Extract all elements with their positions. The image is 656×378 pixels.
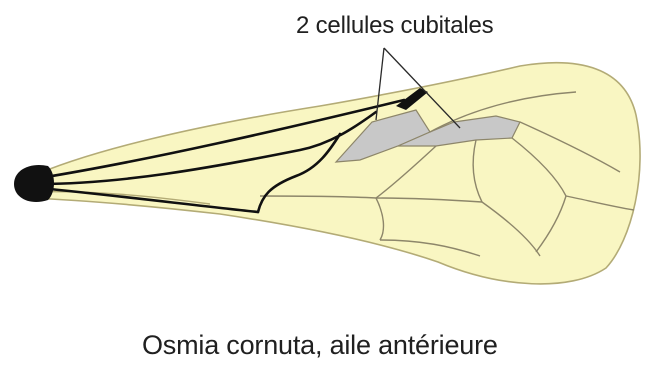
wing-base	[14, 165, 54, 202]
figure-caption: Osmia cornuta, aile antérieure	[142, 330, 498, 361]
wing-membrane	[28, 63, 640, 284]
cubital-cells-label: 2 cellules cubitales	[296, 12, 493, 40]
